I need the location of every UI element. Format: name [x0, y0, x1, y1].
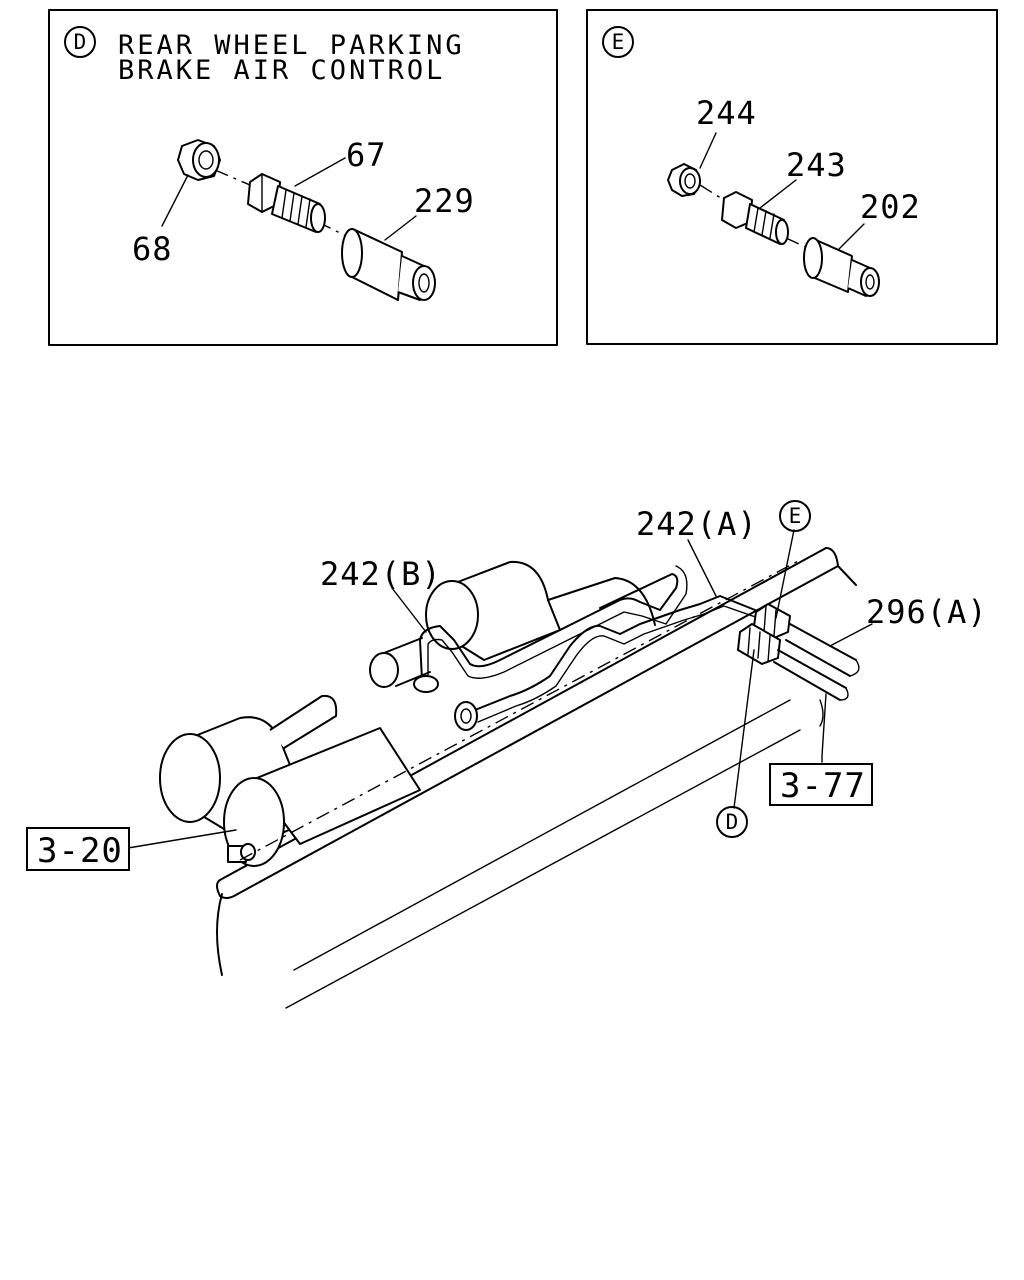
leader-242b	[391, 587, 427, 633]
callout-229: 229	[414, 182, 475, 220]
callout-67: 67	[346, 136, 387, 174]
marker-e: E	[789, 504, 802, 528]
pipe-242a-elbow	[454, 701, 478, 731]
label-242a: 242(A)	[636, 505, 758, 543]
callout-68: 68	[132, 230, 173, 268]
leader-ref-3-20	[127, 829, 237, 849]
ref-box-3-20[interactable]	[26, 827, 130, 871]
part-244-nut	[667, 163, 701, 197]
leader-244	[699, 132, 717, 169]
panel-d-frame	[48, 9, 558, 346]
label-296a: 296(A)	[866, 593, 988, 631]
leader-68	[161, 174, 189, 227]
part-68-nut	[177, 139, 221, 181]
frame-centerline	[239, 559, 801, 861]
air-tank-upper	[369, 560, 656, 688]
hose-296a	[773, 623, 860, 701]
leader-242a	[687, 539, 717, 597]
leader-202	[837, 223, 865, 251]
label-242b: 242(B)	[320, 555, 442, 593]
leader-243	[759, 179, 797, 209]
pipe-242b-fitting	[413, 675, 439, 693]
part-243-fitting	[721, 191, 789, 245]
panel-e-frame	[586, 9, 998, 345]
assembly-axis-e1	[699, 184, 725, 201]
part-67-fitting	[247, 173, 326, 233]
panel-d-marker: D	[74, 30, 87, 54]
marker-e-circle	[779, 500, 811, 532]
part-202-coupler	[803, 237, 880, 297]
panel-d-marker-circle	[64, 26, 96, 58]
callout-244: 244	[696, 94, 757, 132]
marker-d: D	[726, 810, 739, 834]
assembly-axis-e2	[785, 237, 813, 251]
main-assembly-view: 242(A) 242(B) 296(A) E D 3-20 3-77	[26, 500, 988, 1009]
marker-d-circle	[716, 806, 748, 838]
leader-marker-d	[733, 649, 755, 809]
leader-67	[294, 157, 346, 187]
leader-229	[384, 215, 417, 241]
panel-d-title-line1: REAR WHEEL PARKING	[118, 30, 465, 61]
callout-202: 202	[860, 188, 921, 226]
detail-panel-d: D REAR WHEEL PARKING BRAKE AIR CONTROL	[48, 9, 558, 346]
panel-e-marker-circle	[602, 26, 634, 58]
assembly-axis-d1	[214, 169, 251, 186]
ref-3-77[interactable]: 3-77	[780, 766, 866, 806]
panel-d-title-line2: BRAKE AIR CONTROL	[118, 55, 445, 86]
ref-3-20[interactable]: 3-20	[37, 831, 123, 871]
ref-box-3-77[interactable]	[769, 763, 873, 806]
pipe-242b	[413, 565, 688, 693]
callout-243: 243	[786, 146, 847, 184]
leader-296a	[829, 623, 873, 647]
detail-panel-e: E 244 243 202	[586, 9, 998, 345]
panel-e-marker: E	[612, 30, 625, 54]
fitting-d-assembly	[737, 623, 781, 665]
leader-marker-e	[775, 529, 795, 619]
part-229-coupler	[341, 228, 436, 301]
leader-ref-3-77	[821, 693, 827, 763]
pipe-242a	[454, 595, 765, 731]
